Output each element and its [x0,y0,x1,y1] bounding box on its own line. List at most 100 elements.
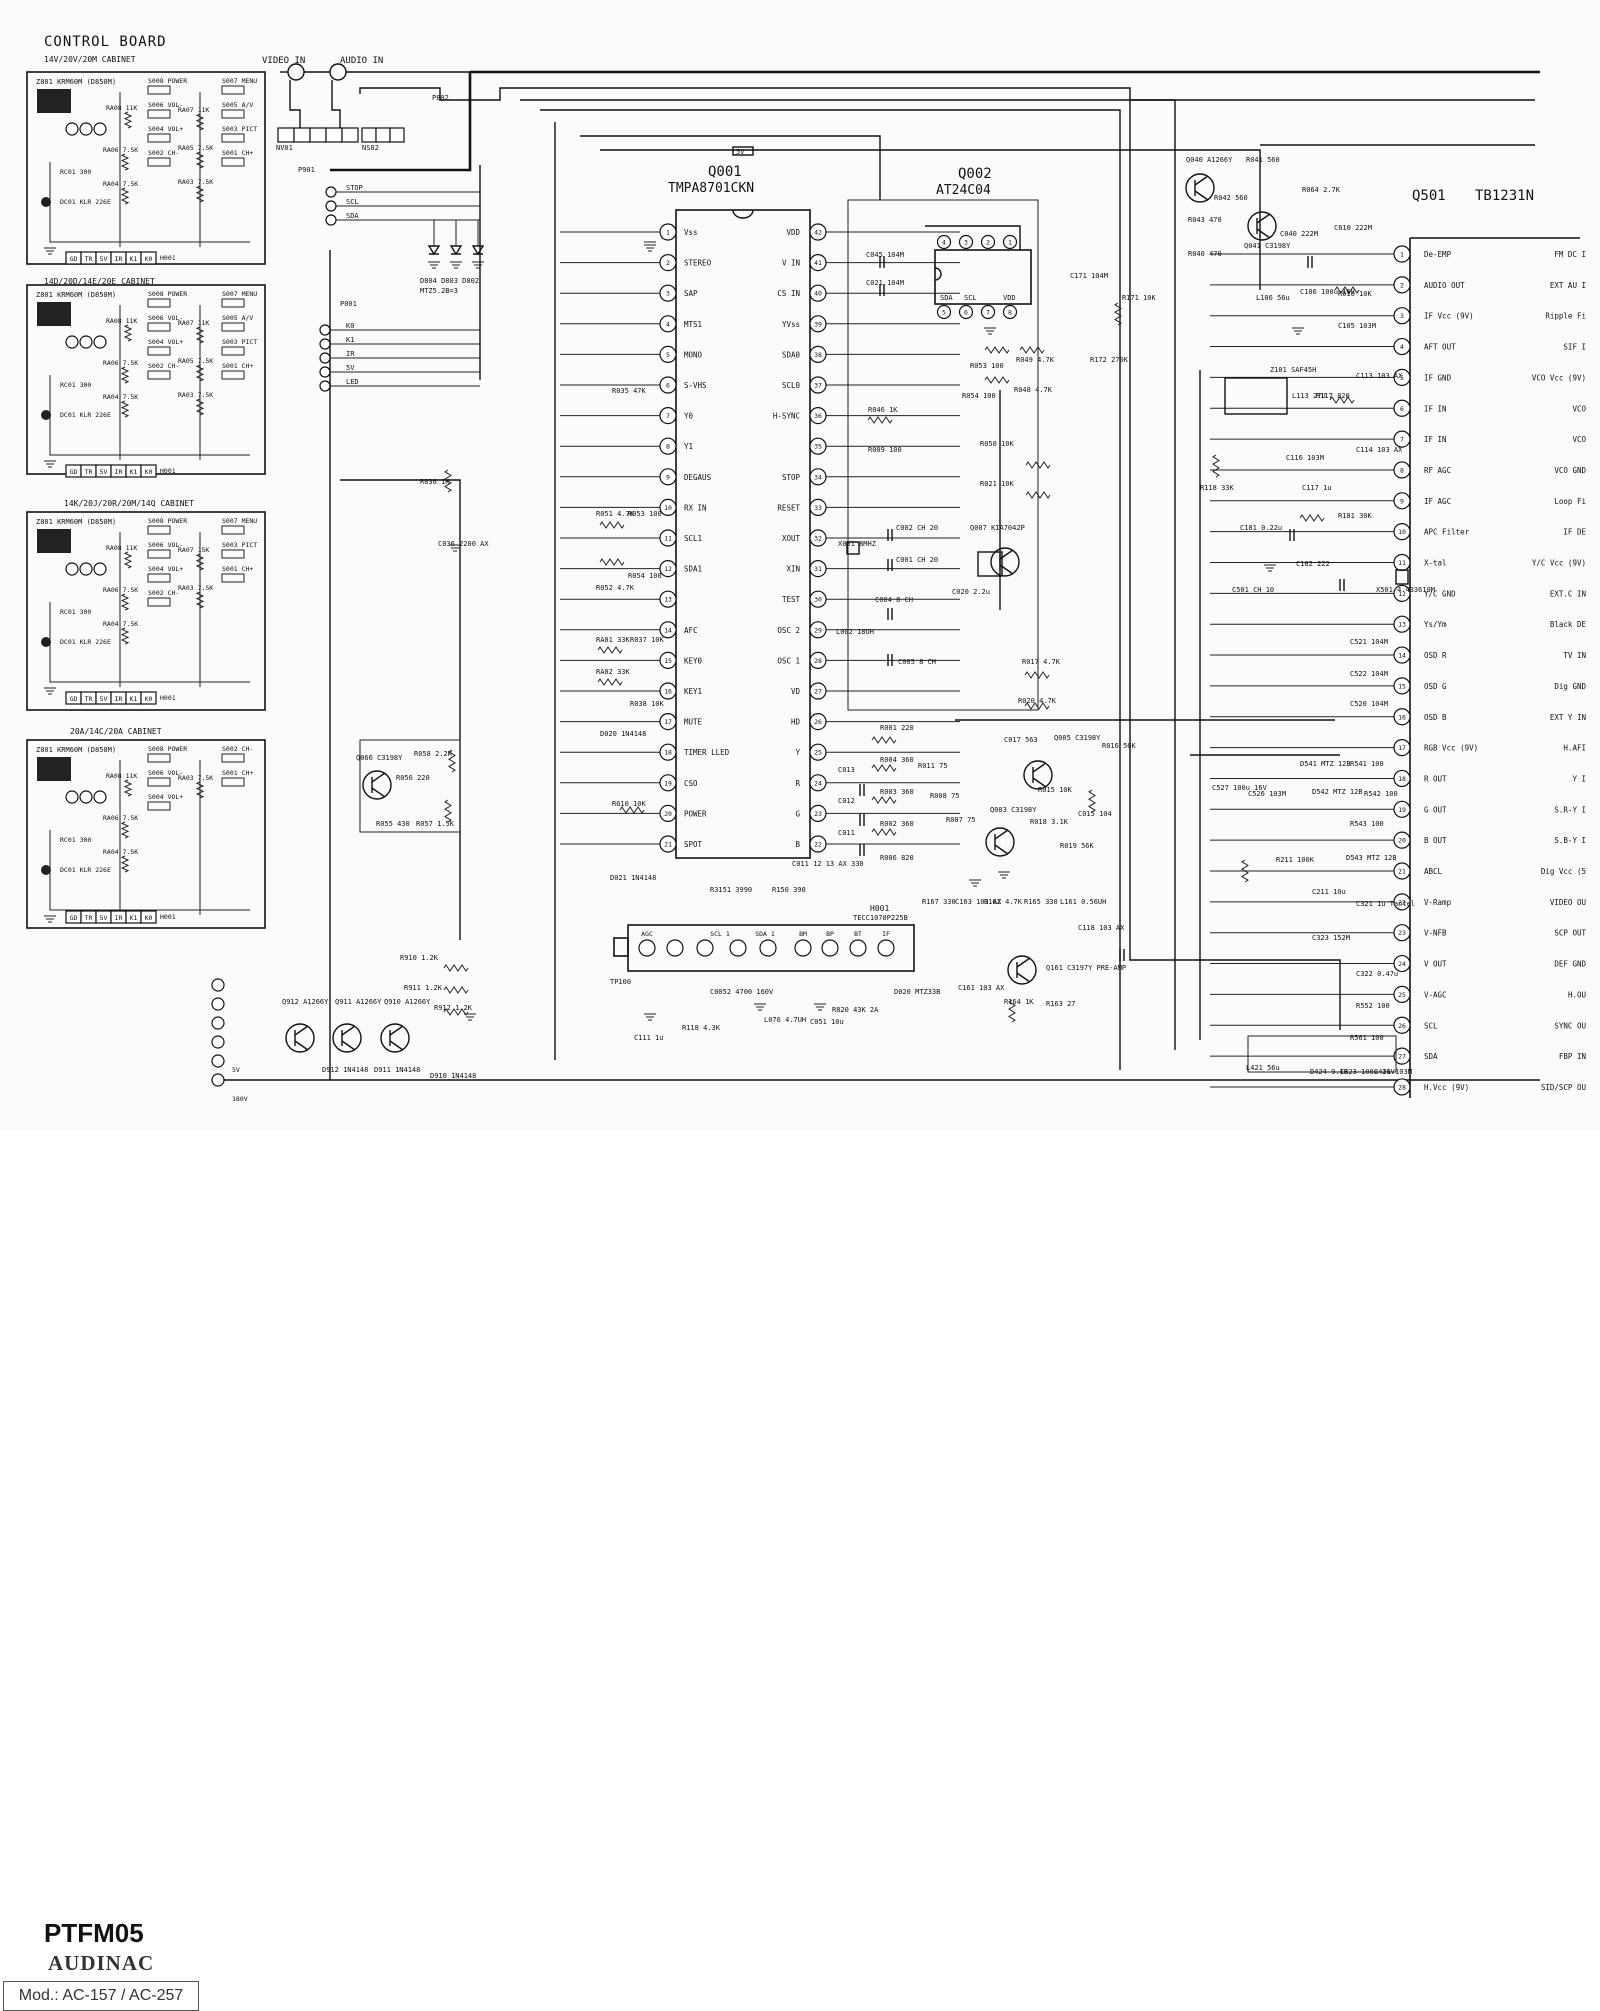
q066-transistor-icon [362,770,392,800]
q001-pin-22-circle [809,835,827,853]
board-resistor-5: RA05 7.5K [178,144,213,152]
label-r054b: R054 100 [962,392,996,400]
receiver-pin [65,122,79,136]
q002-pin-bot-5-circle [936,304,952,320]
q001-pin-36: 36 [814,412,822,420]
label-c527: C527 100u 16V [1212,784,1268,792]
q501-right-signal-53: SIF I [1563,343,1586,352]
crystal-icon [1395,569,1409,585]
label-c116: C116 103M [1286,454,1324,462]
nv01-pin [341,127,359,143]
resistor-symbol [1088,789,1096,813]
receiver-pin [93,122,107,136]
regulator-icon [977,551,1003,577]
q501-pin-9: 9 [1400,497,1404,505]
q001-signal-35 [795,442,800,451]
nv01-pin [309,127,327,143]
board-1-cabinet: 14V/20V/20M CABINET [44,55,136,64]
switch-label-4: S002 CH- [222,745,253,753]
label-q910: Q910 A1266Y [384,998,431,1006]
p901-pin-label: SCL [346,198,359,206]
resistor-symbol [1024,671,1050,679]
connector-pin-label: 5V [100,914,108,922]
q001-pin-10-circle [659,498,677,516]
label-l161: L161 0.56UH [1060,898,1106,906]
q001-signal-33: RESET [777,503,800,512]
q501-right-signal-47: IF DE [1563,528,1586,537]
label-c321: C321 1u Tantel [1356,900,1415,908]
label-d541: D541 MTZ 12B [1300,760,1351,768]
q501-pin-1-circle [1393,245,1411,263]
q501-signal-23: V-NFB [1424,929,1447,938]
q001-pin-13: 13 [664,596,672,604]
label-q041: Q041 C3198Y [1244,242,1291,250]
board-4-cabinet: 20A/14C/20A CABINET [70,727,162,736]
resistor-symbol [1329,396,1355,404]
label-c211: C211 10u [1312,888,1346,896]
board-trace [49,375,250,456]
q001-pin-41: 41 [814,259,822,267]
tuner-pin-label: BT [854,930,862,938]
q001-pin-29-circle [809,621,827,639]
label-c001: C001 CH 20 [896,556,938,564]
q002-vdd: VDD [1003,294,1016,302]
label-r011: R011 75 [918,762,948,770]
label-c181: C181 0.22u [1240,524,1282,532]
q001-signal-42: VDD [786,228,800,237]
q501-right-signal-55: EXT AU I [1550,281,1586,290]
q911-transistor-emitter [341,1040,356,1051]
board-trace [49,162,250,243]
q001-pin-11: 11 [664,535,672,543]
q501-pin-22-circle [1393,893,1411,911]
q501-signal-2: AUDIO OUT [1424,281,1465,290]
q001-ref: Q001 [708,164,742,180]
q001-signal-7: Y0 [684,412,694,421]
label-c021: C021 104M [866,279,904,287]
connector-pin-label: K0 [145,255,153,263]
q002-pin-top-3: 3 [964,239,968,247]
q501-signal-7: IF IN [1424,435,1447,444]
label-c004: C004 8 CH [875,596,913,604]
q501-right-signal-35: VIDEO OU [1550,898,1586,907]
q501-pin-3-circle [1393,307,1411,325]
q001-pin-35-circle [809,437,827,455]
label-q005: Q005 C3198Y [1054,734,1101,742]
q501-pin-10-circle [1393,523,1411,541]
q501-pin-28-circle [1393,1078,1411,1096]
label-r165: R165 330 [1024,898,1058,906]
switch-icon [221,85,245,95]
q501-pin-28: 28 [1398,1083,1406,1091]
resistor-symbol [599,521,625,529]
q001-pin-22: 22 [814,841,822,849]
tuner-pin [638,939,656,957]
switch-icon [147,109,171,119]
resistor-symbol [123,551,133,569]
zener-refs: D804 D803 D802 [420,277,479,285]
connector-pin-label: 5V [100,255,108,263]
label-q911: Q911 A1266Y [335,998,382,1006]
label-tp: TP100 [610,978,631,986]
q040-transistor-icon [1185,173,1215,203]
switch-label-7: S003 PICT [222,338,257,346]
receiver-pin [79,335,93,349]
q001-pin-23-circle [809,804,827,823]
q501-pin-21-circle [1393,862,1411,880]
q501-right-signal-33: DEF GND [1554,960,1586,969]
led-resistor: RC01 300 [60,168,91,176]
label-c610: C610 222M [1334,224,1372,232]
switch-label-4: S002 CH- [148,149,179,157]
switch-label-2: S006 VOL- [148,541,183,549]
q001-pin-10: 10 [664,504,672,512]
label-q066: Q066 C3198Y [356,754,403,762]
q002-stage-frame [847,199,1039,711]
q001-pin-28: 28 [814,657,822,665]
label-q912: Q912 A1266Y [282,998,329,1006]
label-c111: C111 1u [634,1034,664,1042]
label-r038: R038 10K [630,700,665,708]
q001-pin-2-circle [659,254,677,272]
tuner-pin [729,939,747,957]
switch-icon [221,346,245,356]
switch-label-5: S007 MENU [222,77,257,85]
label-r004: R004 360 [880,756,914,764]
q501-pin-17: 17 [1398,744,1406,752]
